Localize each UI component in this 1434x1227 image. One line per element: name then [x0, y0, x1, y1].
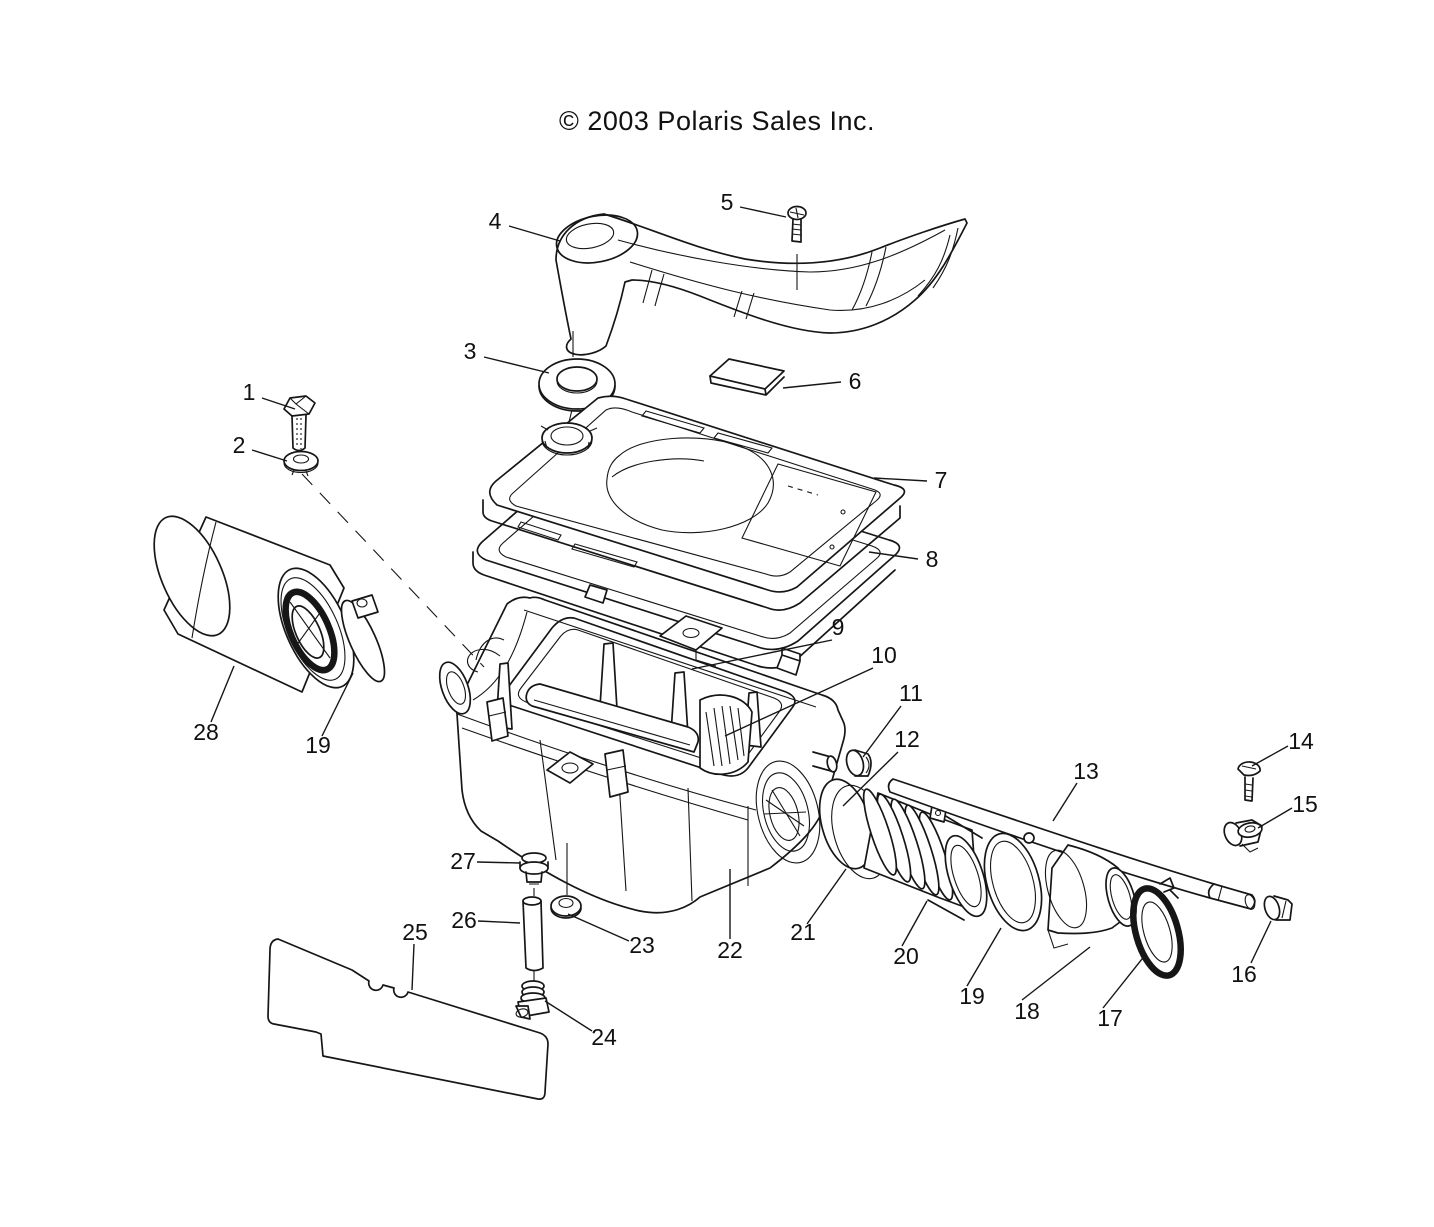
callout-leader-27	[476, 861, 521, 864]
callout-leader-19	[966, 927, 1002, 987]
cap-16-drawing	[1263, 895, 1293, 921]
callout-label-17: 17	[1097, 1005, 1123, 1031]
callout-leader-20	[901, 900, 928, 947]
callout-leader-19	[321, 672, 354, 737]
callout-leader-12	[842, 751, 899, 807]
callout-label-19: 19	[305, 732, 331, 758]
fitting-27-drawing	[519, 852, 549, 896]
drain-tube-26-drawing	[522, 896, 544, 982]
callout-leader-28	[210, 665, 235, 723]
callout-leader-25	[411, 943, 415, 991]
callout-label-2: 2	[233, 432, 246, 458]
callout-leader-18	[1021, 946, 1091, 1001]
callout-label-22: 22	[717, 937, 743, 963]
callout-label-21: 21	[790, 919, 816, 945]
callout-label-15: 15	[1292, 791, 1318, 817]
bellows-20-drawing	[862, 788, 988, 921]
callout-label-3: 3	[464, 338, 477, 364]
callout-leader-21	[806, 868, 847, 925]
callout-label-16: 16	[1231, 961, 1257, 987]
alignment-dashed-line	[301, 473, 485, 668]
callout-label-26: 26	[451, 907, 477, 933]
cap-11-drawing	[845, 749, 872, 777]
callout-leader-13	[1052, 782, 1078, 822]
callout-label-28: 28	[193, 719, 219, 745]
callout-leader-1	[261, 397, 296, 410]
callout-label-10: 10	[871, 642, 897, 668]
callout-label-23: 23	[629, 932, 655, 958]
callout-leader-4	[508, 225, 561, 242]
grommet-23-drawing	[550, 895, 582, 919]
callout-label-19: 19	[959, 983, 985, 1009]
callout-leader-8	[868, 551, 919, 560]
callout-leader-5	[739, 206, 787, 218]
callout-label-25: 25	[402, 919, 428, 945]
vent-rod-13-drawing	[887, 778, 1256, 910]
callout-label-20: 20	[893, 943, 919, 969]
callout-label-27: 27	[450, 848, 476, 874]
screw-5-drawing	[787, 205, 807, 290]
washer-2-drawing	[283, 450, 319, 477]
callout-label-9: 9	[832, 614, 845, 640]
boot-18-drawing	[1044, 844, 1137, 949]
callout-leader-17	[1102, 953, 1147, 1009]
callout-leader-15	[1257, 807, 1293, 829]
callout-label-13: 13	[1073, 758, 1099, 784]
callout-leader-24	[544, 1000, 593, 1032]
callout-label-18: 18	[1014, 998, 1040, 1024]
callout-label-8: 8	[926, 546, 939, 572]
clamp-17-drawing	[1130, 877, 1184, 979]
callout-leader-14	[1251, 745, 1289, 767]
screw-14-drawing	[1237, 761, 1261, 802]
clip-15-drawing	[1223, 819, 1263, 853]
airbox-body-drawing	[438, 584, 846, 914]
callout-label-24: 24	[591, 1024, 617, 1050]
callout-leader-26	[477, 920, 521, 924]
callout-label-5: 5	[721, 189, 734, 215]
callout-label-1: 1	[243, 379, 256, 405]
hose-clamp-19-left-drawing	[340, 594, 386, 683]
foam-panel-25-drawing	[267, 938, 549, 1100]
callout-label-6: 6	[849, 368, 862, 394]
lid-7-drawing	[482, 395, 906, 611]
callout-label-12: 12	[894, 726, 920, 752]
intake-duct-drawing	[555, 213, 968, 356]
callout-leader-16	[1250, 920, 1272, 964]
callout-leader-7	[873, 477, 928, 482]
bolt-1-drawing	[283, 395, 316, 452]
callout-leader-2	[251, 449, 288, 462]
callout-leader-9	[691, 639, 833, 670]
air-filter-drawing	[153, 515, 355, 693]
callout-leader-11	[862, 705, 902, 758]
callout-label-11: 11	[899, 680, 923, 706]
drain-valve-24-drawing	[515, 980, 550, 1020]
callout-leader-23	[567, 913, 630, 942]
callout-leader-3	[483, 356, 550, 374]
callout-leader-6	[782, 381, 842, 389]
copyright-text: © 2003 Polaris Sales Inc.	[558, 106, 876, 136]
ring-19-right-drawing	[983, 832, 1043, 932]
callout-label-4: 4	[489, 208, 502, 234]
callouts-layer: 1234567891011121314151617181920212223242…	[193, 189, 1318, 1050]
callout-label-14: 14	[1288, 728, 1314, 754]
callout-label-7: 7	[935, 467, 948, 493]
pad-6-drawing	[709, 358, 785, 396]
callout-leader-10	[724, 667, 874, 737]
